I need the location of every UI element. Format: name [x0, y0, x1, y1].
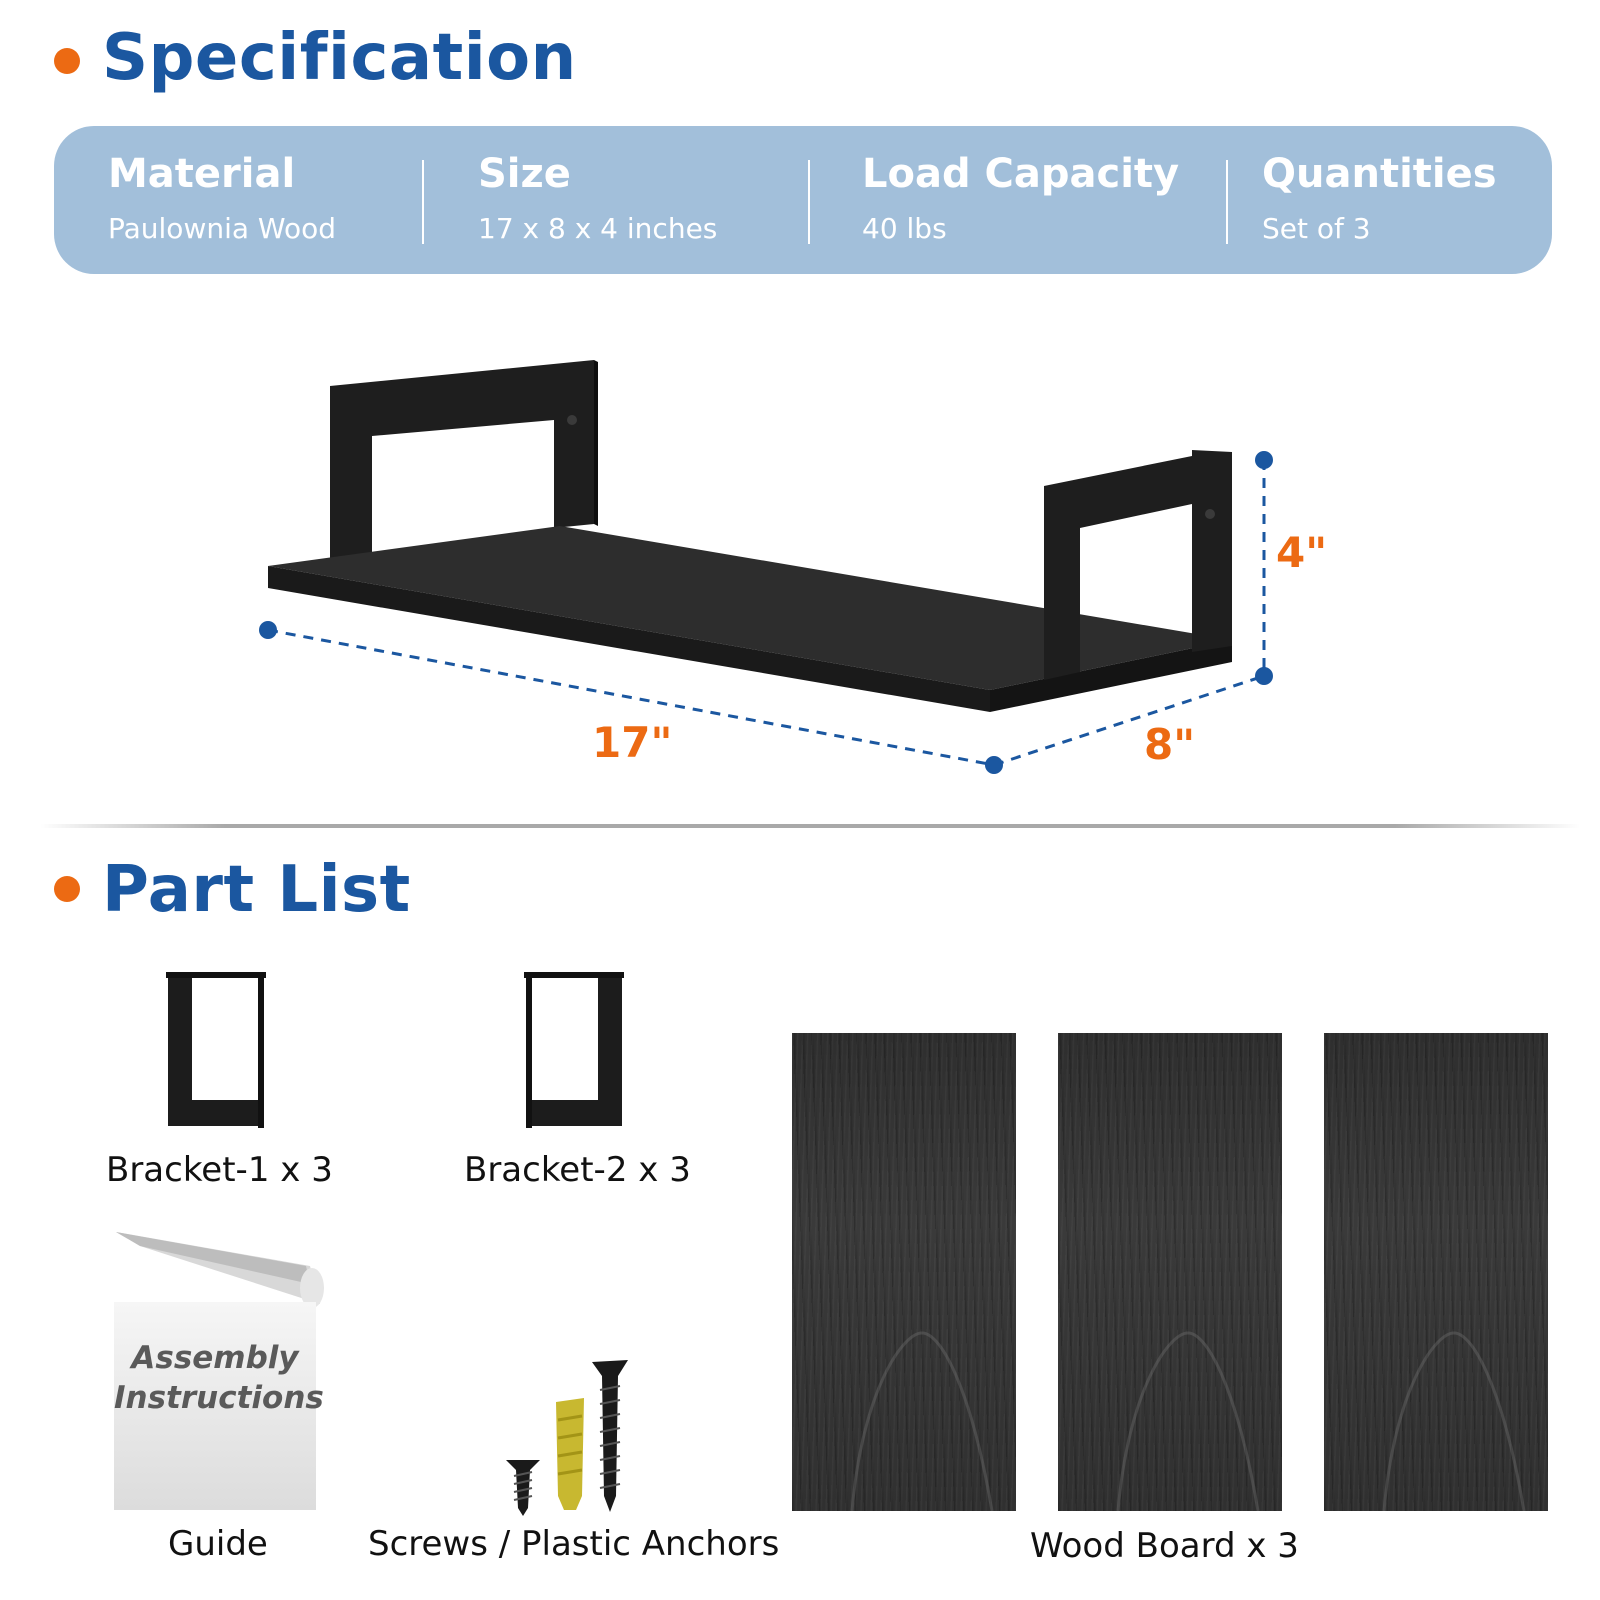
bracket-1-icon [166, 972, 266, 1128]
wood-board-image [1324, 1033, 1548, 1511]
section-bullet-icon [54, 48, 80, 74]
dimension-lines [267, 460, 1266, 767]
spec-divider [808, 160, 810, 244]
left-bracket [330, 360, 598, 562]
dimension-endpoints [259, 451, 1273, 774]
dimension-depth-label: 8" [1144, 720, 1196, 769]
hardware-label: Screws / Plastic Anchors [368, 1524, 780, 1564]
spec-value: Set of 3 [1262, 212, 1371, 245]
anchor-icon [556, 1398, 584, 1510]
specification-title: Specification [102, 21, 577, 95]
bracket-2-icon [524, 972, 624, 1128]
spec-value: Paulownia Wood [108, 212, 337, 245]
bracket-1-label: Bracket-1 x 3 [106, 1150, 333, 1190]
screw-icon [506, 1460, 540, 1516]
spec-quantities: Quantities Set of 3 [1262, 154, 1497, 245]
guide-label: Guide [168, 1524, 268, 1564]
wood-board-image [792, 1033, 1016, 1511]
wood-grain-overlay [850, 1331, 1526, 1511]
section-divider [40, 824, 1580, 828]
spec-load-capacity: Load Capacity 40 lbs [862, 154, 1179, 245]
spec-value: 40 lbs [862, 212, 947, 245]
guide-cover-line1: Assembly [131, 1340, 299, 1376]
spec-value: 17 x 8 x 4 inches [478, 212, 718, 245]
guide-cover-line2: Instructions [114, 1380, 324, 1416]
spec-heading: Quantities [1262, 151, 1497, 197]
spec-size: Size 17 x 8 x 4 inches [478, 154, 717, 245]
guide-booklet [114, 1302, 316, 1510]
hardware-icon [506, 1360, 628, 1516]
guide-curl-icon [116, 1232, 324, 1308]
section-bullet-icon [54, 876, 80, 902]
spec-heading: Load Capacity [862, 151, 1180, 197]
dimension-length-label: 17" [592, 718, 673, 767]
wood-board-image [1058, 1033, 1282, 1511]
spec-material: Material Paulownia Wood [108, 154, 336, 245]
part-list-title: Part List [102, 853, 411, 927]
wood-board-label: Wood Board x 3 [1030, 1526, 1299, 1566]
screw-icon [592, 1360, 628, 1512]
bracket-2-label: Bracket-2 x 3 [464, 1150, 691, 1190]
spec-divider [1226, 160, 1228, 244]
shelf-board [268, 526, 1232, 712]
right-bracket [1044, 450, 1232, 680]
spec-heading: Material [108, 151, 296, 197]
spec-heading: Size [478, 151, 571, 197]
dimension-height-label: 4" [1276, 528, 1328, 577]
specification-bar: Material Paulownia Wood Size 17 x 8 x 4 … [54, 126, 1552, 274]
spec-divider [422, 160, 424, 244]
shelf-illustration [259, 360, 1273, 774]
